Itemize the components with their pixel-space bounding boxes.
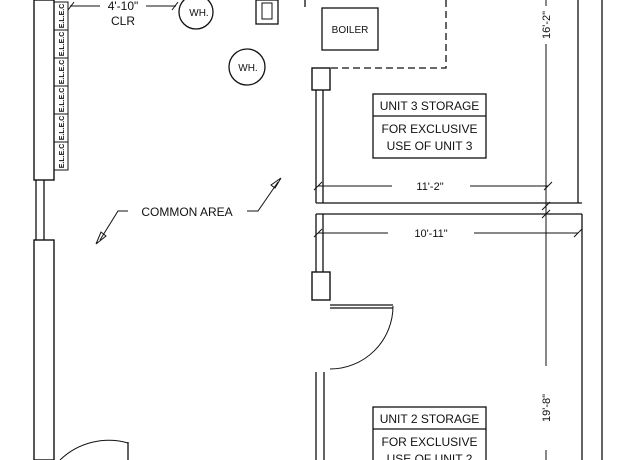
clearance-dimension: 4'-10" CLR [67,0,179,28]
wall-fixture [255,0,279,25]
unit2-depth-dimension: 19'-8" [541,209,553,460]
panel-label: E.L.E.C [59,60,66,85]
water-heater-label: WH. [189,8,208,19]
unit3-line1: FOR EXCLUSIVE [381,122,477,136]
unit2-depth-text: 19'-8" [541,394,553,422]
unit3-line2: USE OF UNIT 3 [387,139,473,153]
unit2-line2: USE OF UNIT 2 [387,452,473,460]
panel-label: E.L.E.C [59,144,66,169]
clearance-note: CLR [111,14,135,28]
boiler-room-outline [331,0,447,69]
unit3-partition [311,67,582,301]
unit3-width-text: 11'-2" [416,181,443,193]
unit3-width-dimension: 11'-2" [313,181,553,193]
boiler-label: BOILER [332,25,369,36]
unit2-line1: FOR EXCLUSIVE [381,435,477,449]
right-wall [577,0,603,460]
water-heater-2: WH. [228,48,266,86]
panel-label: E.L.E.C [59,32,66,57]
unit3-depth-dimension: 16'-2" [541,0,553,214]
common-area-text: COMMON AREA [141,205,232,219]
left-exterior-wall [33,0,55,460]
water-heater-1: WH. [178,0,214,30]
unit2-width-text: 10'-11" [414,228,447,240]
unit3-title: UNIT 3 STORAGE [380,99,480,113]
panel-label: E.L.E.C [59,88,66,113]
unit3-depth-text: 16'-2" [541,11,553,39]
panel-label: E.L.E.C [59,116,66,141]
boiler: BOILER [321,7,379,51]
unit2-width-dimension: 10'-11" [313,228,583,240]
unit2-door [315,304,394,460]
unit2-label-box: UNIT 2 STORAGE FOR EXCLUSIVE USE OF UNIT… [372,406,487,460]
unit3-label-box: UNIT 3 STORAGE FOR EXCLUSIVE USE OF UNIT… [372,93,487,159]
common-area-label: COMMON AREA [95,177,282,245]
lower-door-swing [59,439,129,460]
clearance-dimension-text: 4'-10" [108,0,139,13]
unit2-title: UNIT 2 STORAGE [380,412,480,426]
water-heater-label: WH. [238,63,257,74]
electrical-panels: E.L.E.C E.L.E.C E.L.E.C E.L.E.C E.L.E.C … [53,1,69,171]
panel-label: E.L.E.C [59,4,66,29]
